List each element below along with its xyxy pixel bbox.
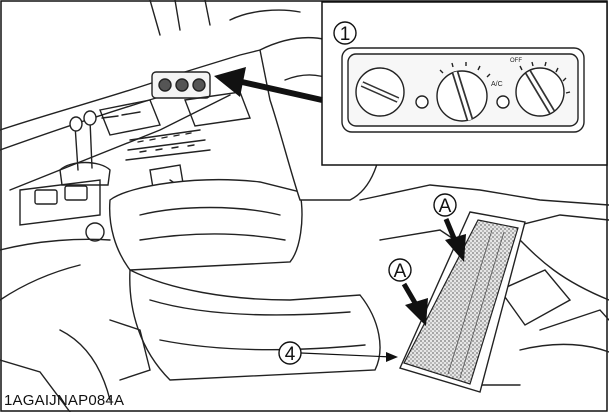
- svg-text:4: 4: [285, 344, 296, 365]
- arrow-a-lower: A: [388, 258, 428, 326]
- callout-4: 4: [278, 341, 398, 365]
- air-filter-element: [403, 219, 519, 385]
- callout-1-circle: [333, 21, 357, 45]
- arrow-a-upper: A: [433, 193, 466, 262]
- callout-1-label: 1: [340, 24, 351, 45]
- svg-text:A: A: [394, 261, 407, 282]
- figure-code: 1AGAIJNAP084A: [4, 392, 125, 409]
- off-mark: OFF: [510, 58, 522, 64]
- pointer-arrow-to-panel: [214, 67, 323, 103]
- ac-mark: A/C: [491, 81, 503, 88]
- svg-text:A: A: [439, 196, 452, 217]
- control-panel-detail: [341, 47, 585, 133]
